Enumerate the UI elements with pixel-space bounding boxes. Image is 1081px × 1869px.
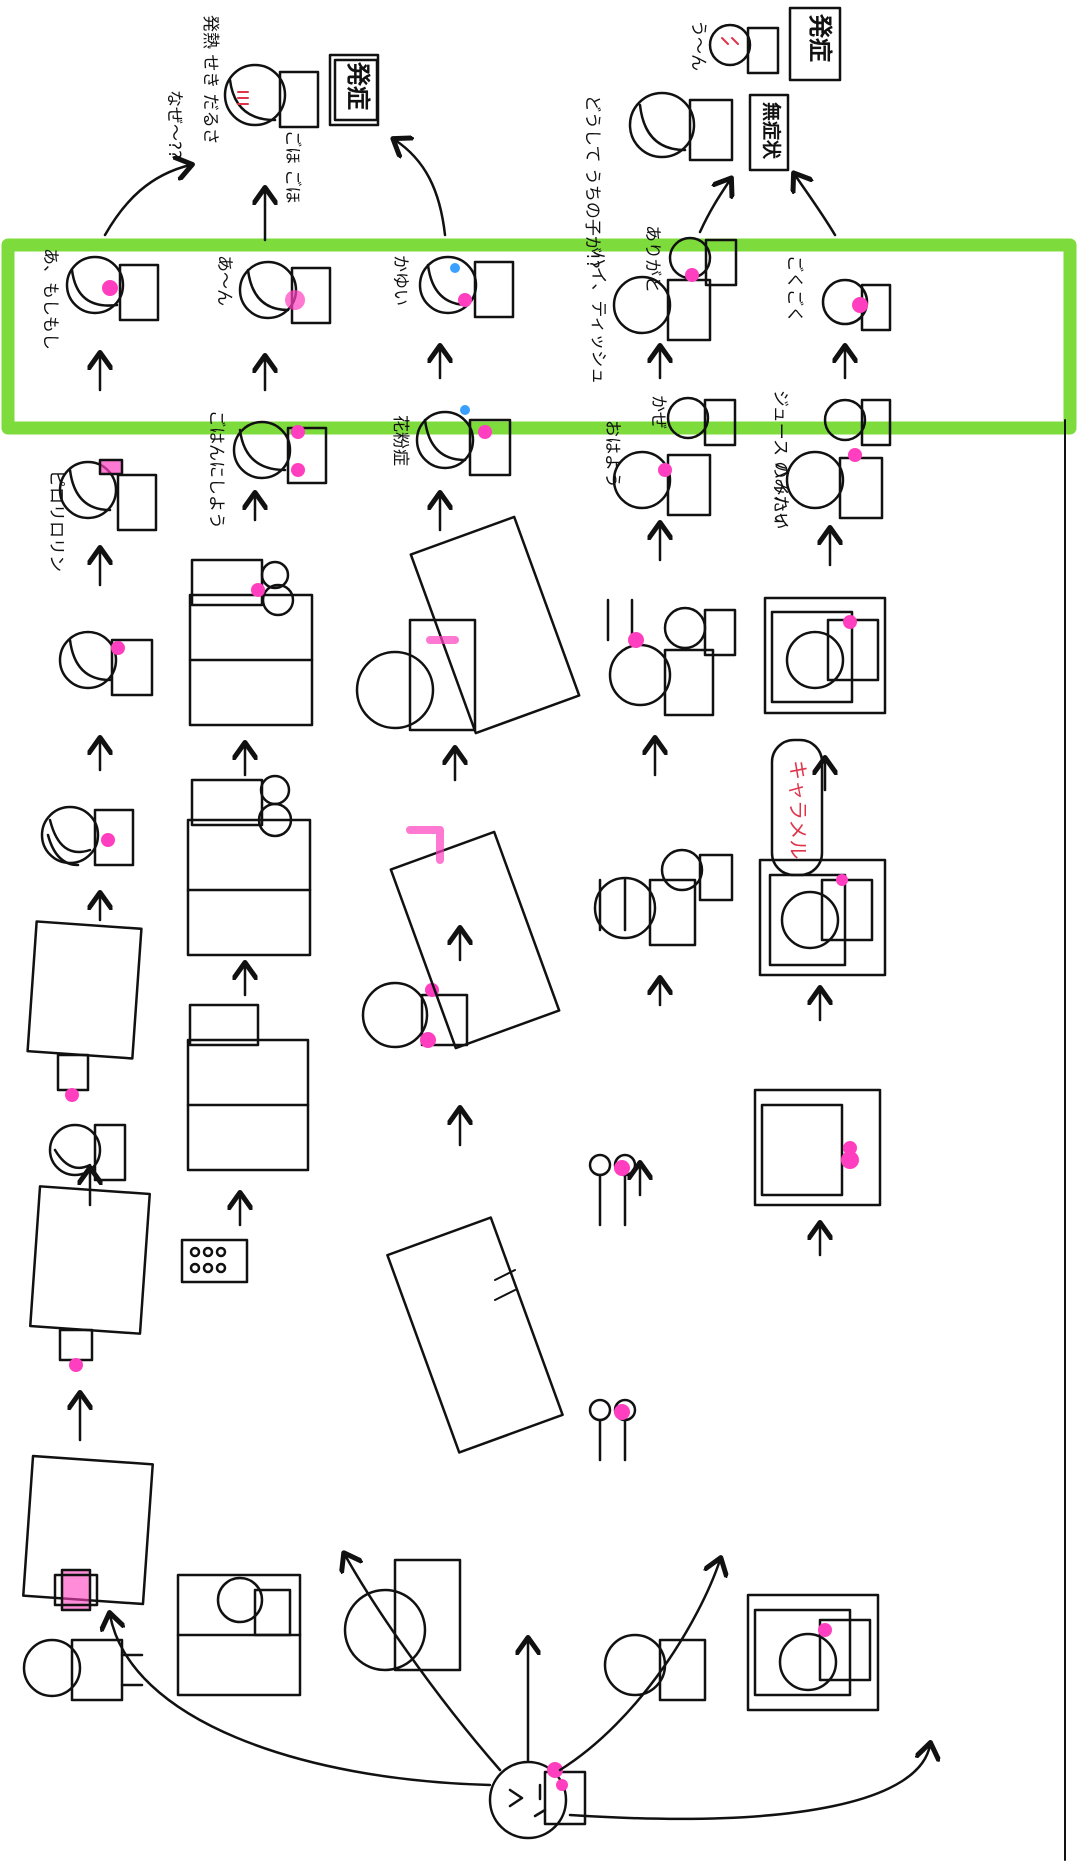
row1-sick-person bbox=[223, 58, 379, 129]
row4-doors3 bbox=[593, 848, 734, 947]
row5-haihai-label: ハイハイ bbox=[770, 462, 790, 529]
row1-call-label: あ、もしもし bbox=[40, 248, 60, 350]
row5-shout-bubble bbox=[770, 738, 824, 877]
row4-kaze-label: かぜ bbox=[648, 395, 668, 429]
row2-fridge2 bbox=[186, 1003, 310, 1172]
row4-greeting bbox=[612, 396, 737, 517]
row2-fridge1 bbox=[176, 1238, 302, 1697]
row5-vending1 bbox=[746, 1593, 880, 1712]
row5-drinking bbox=[821, 278, 892, 332]
row4-diagnosis-box bbox=[748, 93, 790, 172]
arrow-r3-6 bbox=[395, 140, 447, 237]
row4-tissue bbox=[612, 236, 738, 342]
row4-ohayo-label: おはよう bbox=[602, 420, 622, 488]
row2-eat-prep bbox=[232, 420, 328, 485]
row4-diagnosis-text: 無症状 bbox=[760, 102, 782, 160]
row1-tv2 bbox=[29, 1185, 151, 1372]
row4-doors1 bbox=[588, 1398, 707, 1702]
row4-thanks-label: ありがと bbox=[642, 225, 662, 293]
row3-bed1 bbox=[343, 1216, 564, 1672]
row3-bed2 bbox=[389, 826, 561, 1050]
row3-itch-label: かゆい bbox=[390, 255, 410, 306]
row4-final-label: どうして うちの子が!? bbox=[582, 95, 602, 269]
row1-diagnosis-text: 発症 bbox=[344, 62, 372, 110]
row2-eat-label: あ〜ん bbox=[214, 255, 234, 306]
row1-ring-label: ピロリロリン bbox=[46, 470, 66, 572]
arrow-r1-7 bbox=[103, 165, 190, 237]
row1-phone-call bbox=[65, 255, 160, 322]
branch-arrow-2 bbox=[345, 1555, 502, 1772]
row4-doors4 bbox=[606, 598, 737, 717]
row4-doors2 bbox=[588, 1153, 637, 1227]
row5-cry-label: う〜ん bbox=[688, 20, 708, 71]
start-person-icon bbox=[488, 1760, 587, 1840]
row2-rice-label: ごはんにしよう bbox=[206, 410, 226, 529]
arrow-r4-6 bbox=[698, 180, 730, 234]
row2-fridge4 bbox=[188, 558, 314, 727]
row5-sick-child bbox=[708, 23, 780, 75]
row1-symptoms-label: 発熱 せき だるさ bbox=[200, 15, 220, 145]
row1-cough-label: ごほ ごほ bbox=[282, 130, 302, 204]
row1-tv3 bbox=[26, 920, 143, 1182]
row5-shout-label: キャラメル bbox=[786, 760, 810, 860]
row5-drink-label: ごくごく bbox=[784, 255, 804, 323]
branch-arrow-5 bbox=[568, 1745, 930, 1821]
arrow-r5-6 bbox=[795, 175, 837, 237]
row2-eating bbox=[238, 260, 332, 325]
row4-worried-mom bbox=[628, 91, 734, 162]
row1-final-label: なぜ〜?? bbox=[164, 90, 184, 160]
row2-fridge3 bbox=[186, 774, 312, 957]
row5-vending3 bbox=[758, 858, 887, 977]
row1-person4 bbox=[40, 805, 135, 867]
row3-itchy bbox=[418, 255, 515, 319]
row1-tv-scene bbox=[22, 1454, 154, 1702]
row3-bed3 bbox=[355, 515, 581, 735]
row5-vending2 bbox=[753, 1088, 882, 1207]
row5-vending4 bbox=[763, 596, 887, 715]
row1-person5 bbox=[58, 630, 154, 697]
row5-juice-request bbox=[785, 398, 892, 520]
row3-hayfever-label: 花粉症 bbox=[390, 415, 410, 466]
row1-phone-ring bbox=[58, 458, 158, 532]
row5-diagnosis-text: 発症 bbox=[806, 14, 834, 62]
row3-hayfever bbox=[415, 405, 512, 477]
row5-diagnosis-box bbox=[788, 6, 842, 82]
row4-tissue-label: ハイ、ティッシュ bbox=[588, 250, 608, 385]
row1-diagnosis-box bbox=[328, 53, 380, 127]
branch-arrow-4 bbox=[558, 1560, 720, 1772]
highlight-frame bbox=[1, 238, 1077, 435]
